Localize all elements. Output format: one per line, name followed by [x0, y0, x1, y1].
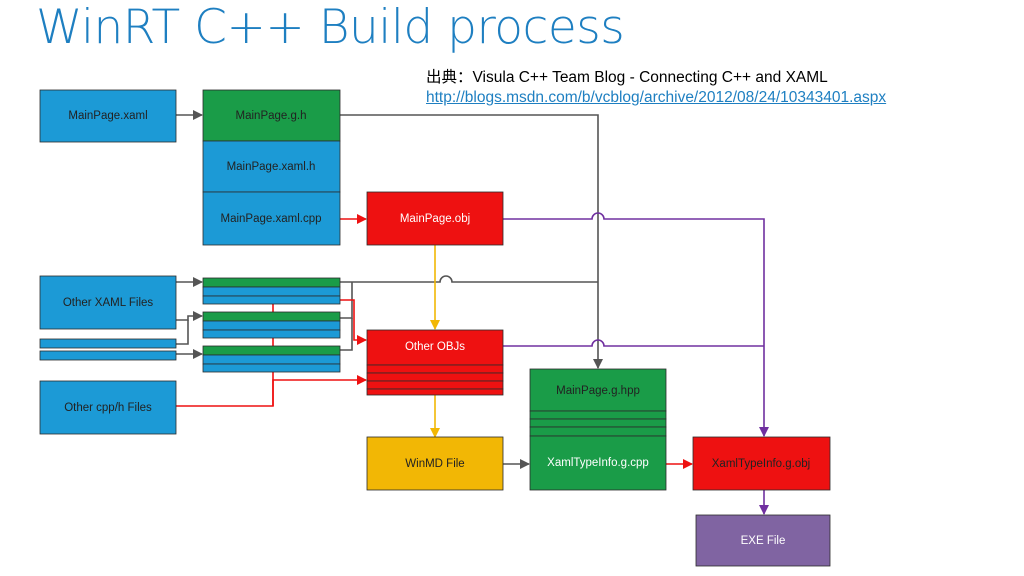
label-xamltypeinfo-g-cpp: XamlTypeInfo.g.cpp — [547, 457, 649, 469]
hpp-strip — [529, 426, 667, 437]
stack-1-blue — [202, 286, 341, 297]
label-other-cpp-h-files: Other cpp/h Files — [64, 402, 152, 414]
box-winmd-file — [366, 436, 504, 491]
labels: MainPage.xaml MainPage.g.h MainPage.xaml… — [63, 110, 810, 547]
file-strip — [39, 338, 177, 349]
label-xamltypeinfo-g-obj: XamlTypeInfo.g.obj — [712, 458, 810, 470]
label-mainpage-obj: MainPage.obj — [400, 213, 470, 225]
box-other-cpp-h-files — [39, 380, 177, 435]
box-mainpage-xaml-h — [202, 140, 341, 193]
stack-3-blue — [202, 354, 341, 365]
arrow-headers-to-ghpp — [340, 275, 598, 283]
box-xamltypeinfo-g-cpp — [529, 435, 667, 491]
hpp-strip — [529, 410, 667, 420]
obj-strip — [366, 380, 504, 390]
hpp-strip — [529, 418, 667, 428]
box-mainpage-g-h — [202, 89, 341, 142]
page-title: WinRT C++ Build process — [36, 0, 625, 55]
box-other-objs — [366, 329, 504, 366]
label-other-objs: Other OBJs — [405, 341, 465, 353]
obj-strip — [366, 364, 504, 374]
box-mainpage-xaml-cpp — [202, 191, 341, 246]
label-winmd-file: WinMD File — [405, 458, 464, 470]
arrow-gh-to-ghpp — [340, 114, 603, 369]
box-xamltypeinfo-g-obj — [692, 436, 831, 491]
arrow-file-to-stack2 — [176, 320, 189, 345]
stack-1-blue — [202, 295, 341, 305]
box-exe-file — [695, 514, 831, 567]
source-label: 出典：Visula C++ Team Blog - Connecting C++… — [426, 69, 828, 86]
arrow-otherxaml-to-stack2 — [176, 311, 203, 321]
stack-3-green — [202, 345, 341, 356]
label-mainpage-g-h: MainPage.g.h — [236, 110, 307, 122]
label-mainpage-g-hpp: MainPage.g.hpp — [556, 385, 640, 397]
box-mainpage-xaml — [39, 89, 177, 143]
obj-strip — [366, 388, 504, 396]
label-mainpage-xaml-cpp: MainPage.xaml.cpp — [221, 213, 322, 225]
stack-2-blue — [202, 329, 341, 339]
stack-3-blue — [202, 363, 341, 373]
source-citation: 出典：Visula C++ Team Blog - Connecting C++… — [426, 68, 886, 108]
label-exe-file: EXE File — [741, 535, 786, 547]
stack-2-green — [202, 311, 341, 322]
label-mainpage-xaml: MainPage.xaml — [68, 110, 147, 122]
label-mainpage-xaml-h: MainPage.xaml.h — [227, 161, 316, 173]
box-other-xaml-files — [39, 275, 177, 330]
label-other-xaml-files: Other XAML Files — [63, 297, 154, 309]
obj-strip — [366, 372, 504, 382]
boxes — [39, 89, 831, 567]
arrow-obj-to-typeinfo-obj — [503, 212, 769, 437]
stack-2-blue — [202, 320, 341, 331]
file-strip — [39, 350, 177, 361]
arrow-objs-to-typeinfo-obj — [503, 339, 764, 347]
source-link[interactable]: http://blogs.msdn.com/b/vcblog/archive/2… — [426, 89, 887, 106]
box-mainpage-g-hpp — [529, 368, 667, 412]
stack-1-green — [202, 277, 341, 288]
box-mainpage-obj — [366, 191, 504, 246]
